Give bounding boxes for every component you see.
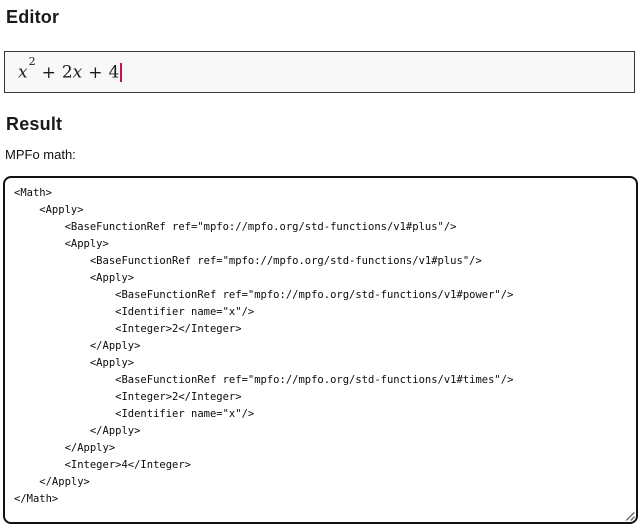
output-format-label: MPFo math: [5, 147, 76, 162]
editor-heading: Editor [6, 7, 60, 27]
result-output-container: <Math> <Apply> <BaseFunctionRef ref="mpf… [3, 176, 638, 524]
math-input-field[interactable]: x2+2x+4 [4, 51, 635, 93]
math-constant: 4 [108, 62, 120, 83]
math-variable-2: x [72, 62, 83, 83]
mpfo-xml-output[interactable]: <Math> <Apply> <BaseFunctionRef ref="mpf… [3, 176, 638, 524]
math-plus-operator-2: + [88, 62, 103, 83]
resize-grip-icon[interactable] [623, 509, 635, 521]
math-expression: x2+2x+4 [18, 55, 122, 83]
text-caret [120, 62, 122, 82]
math-coefficient: 2 [61, 62, 73, 83]
math-variable: x [18, 62, 28, 83]
result-heading: Result [6, 114, 63, 134]
math-plus-operator: + [41, 62, 56, 83]
math-exponent: 2 [28, 55, 36, 69]
